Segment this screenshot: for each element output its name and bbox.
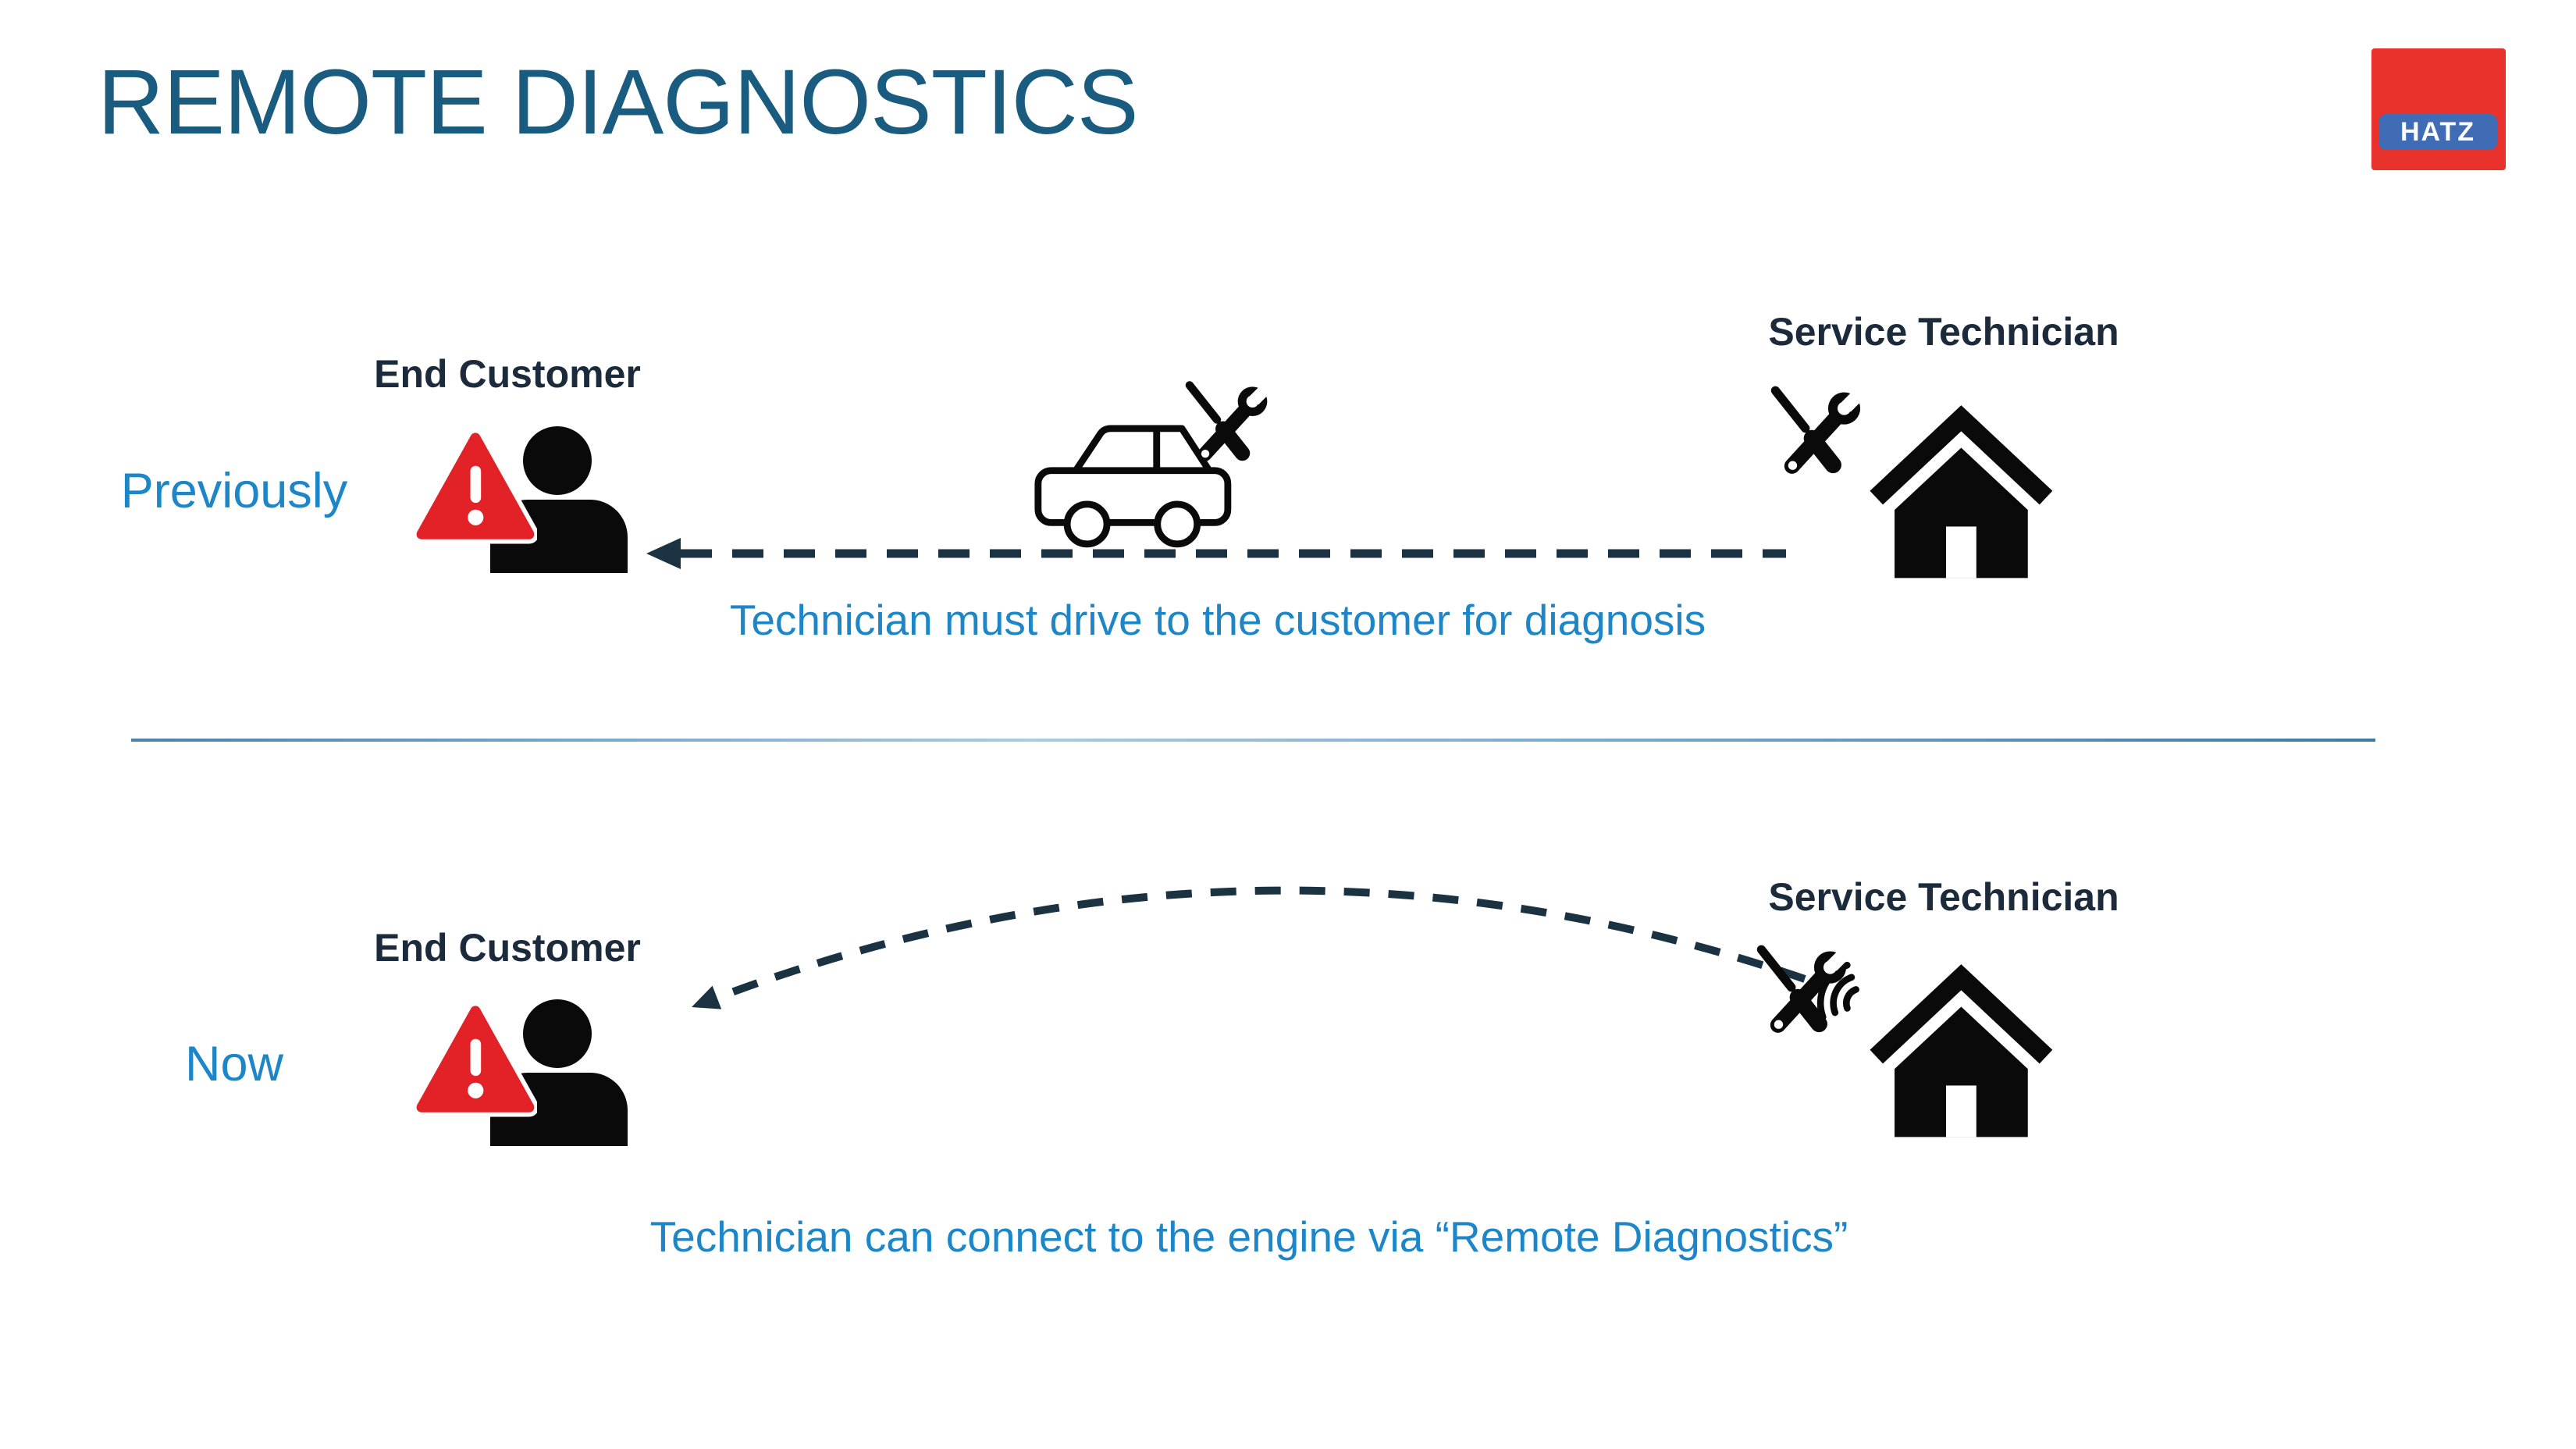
house-icon xyxy=(1877,977,2046,1137)
hatz-logo: HATZ xyxy=(2371,48,2506,170)
crossed-tools-icon xyxy=(1190,381,1273,457)
car-icon xyxy=(1038,429,1228,544)
alert-person-icon xyxy=(414,993,632,1146)
section-divider xyxy=(131,739,2375,742)
crossed-tools-icon xyxy=(1775,386,1866,469)
warning-triangle-icon xyxy=(414,1001,537,1120)
warning-triangle-icon xyxy=(414,428,537,546)
service-technician-label-previously: Service Technician xyxy=(1768,310,2119,354)
person-icon xyxy=(523,999,592,1068)
tools-house-icon xyxy=(1739,377,2067,588)
end-customer-label-now: End Customer xyxy=(374,926,641,970)
house-icon xyxy=(1877,418,2046,579)
row-label-now: Now xyxy=(184,1037,284,1091)
tools-wifi-house-icon xyxy=(1739,936,2067,1147)
caption-previously: Technician must drive to the customer fo… xyxy=(729,596,1706,644)
end-customer-label-previously: End Customer xyxy=(374,352,641,396)
caption-now: Technician can connect to the engine via… xyxy=(649,1212,1848,1261)
curved-dashed-arrow-icon xyxy=(692,886,1806,1009)
row-label-previously: Previously xyxy=(120,464,348,518)
person-icon xyxy=(523,426,592,495)
page-title: REMOTE DIAGNOSTICS xyxy=(98,51,1139,154)
car-with-tools-icon xyxy=(1032,377,1282,561)
left-dashed-arrow-icon xyxy=(646,538,1786,569)
hatz-logo-band: HATZ xyxy=(2379,114,2497,150)
hatz-logo-text: HATZ xyxy=(2400,116,2476,147)
service-technician-label-now: Service Technician xyxy=(1768,875,2119,919)
alert-person-icon xyxy=(414,420,632,573)
